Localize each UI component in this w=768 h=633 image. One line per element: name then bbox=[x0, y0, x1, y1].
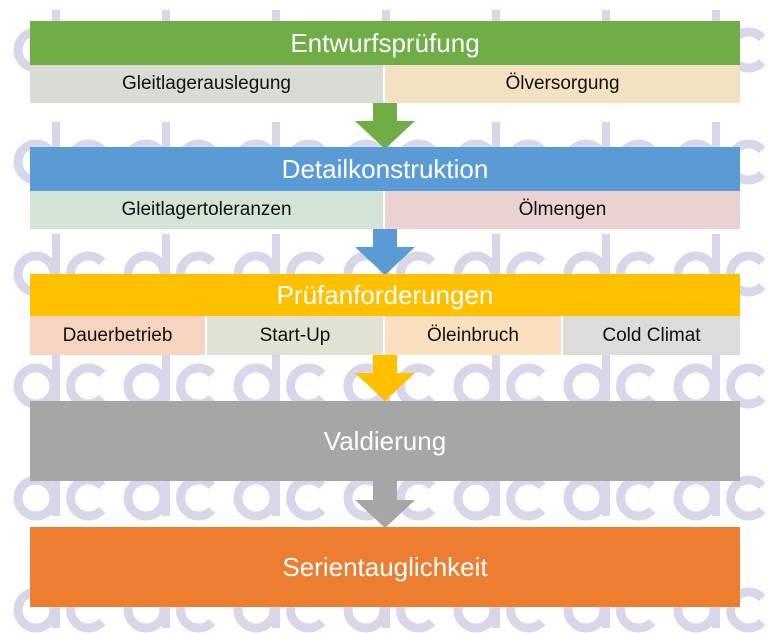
item-label: Ölversorgung bbox=[505, 73, 620, 94]
step-serientauglichkeit: Serientauglichkeit bbox=[30, 527, 740, 607]
step-title: Valdierung bbox=[323, 425, 447, 456]
arrow-down-icon bbox=[355, 480, 415, 528]
step-entwurfspruefung-items: Gleitlagerauslegung Ölversorgung bbox=[30, 65, 740, 103]
arrow-down-icon bbox=[355, 229, 415, 275]
step-valdierung: Valdierung bbox=[30, 401, 740, 481]
step-title: Prüfanforderungen bbox=[276, 279, 494, 310]
item-dauerbetrieb: Dauerbetrieb bbox=[30, 316, 207, 355]
item-label: Ölmengen bbox=[518, 199, 607, 220]
step-pruefanforderungen-header: Prüfanforderungen bbox=[30, 274, 740, 316]
item-oeleinbruch: Öleinbruch bbox=[385, 316, 563, 355]
item-start-up: Start-Up bbox=[207, 316, 385, 355]
item-oelversorgung: Ölversorgung bbox=[385, 65, 740, 103]
step-detailkonstruktion-items: Gleitlagertoleranzen Ölmengen bbox=[30, 191, 740, 229]
item-label: Dauerbetrieb bbox=[62, 324, 173, 346]
arrow-down-icon bbox=[355, 355, 415, 401]
step-pruefanforderungen-items: Dauerbetrieb Start-Up Öleinbruch Cold Cl… bbox=[30, 316, 740, 355]
item-oelmengen: Ölmengen bbox=[385, 191, 740, 229]
item-label: Start-Up bbox=[259, 324, 331, 346]
item-gleitlagertoleranzen: Gleitlagertoleranzen bbox=[30, 191, 385, 229]
item-label: Öleinbruch bbox=[427, 324, 519, 346]
step-title: Detailkonstruktion bbox=[281, 153, 489, 184]
step-entwurfspruefung-header: Entwurfsprüfung bbox=[30, 21, 740, 65]
step-title: Serientauglichkeit bbox=[282, 551, 488, 582]
item-label: Gleitlagerauslegung bbox=[121, 73, 291, 94]
item-label: Gleitlagertoleranzen bbox=[121, 199, 292, 220]
item-cold-climat: Cold Climat bbox=[563, 316, 740, 355]
step-title: Entwurfsprüfung bbox=[290, 27, 480, 58]
item-label: Cold Climat bbox=[602, 324, 701, 346]
step-detailkonstruktion-header: Detailkonstruktion bbox=[30, 147, 740, 191]
item-gleitlagerauslegung: Gleitlagerauslegung bbox=[30, 65, 385, 103]
arrow-down-icon bbox=[355, 103, 415, 149]
